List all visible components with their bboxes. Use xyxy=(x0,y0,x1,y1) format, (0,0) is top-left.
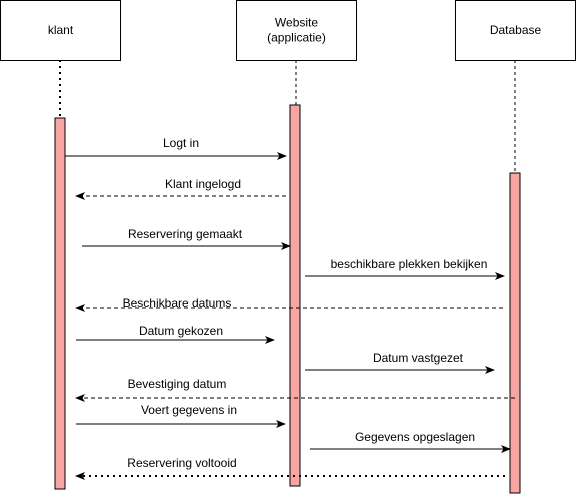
participant-klant: klant xyxy=(0,0,121,61)
message-label: Reservering voltooid xyxy=(127,456,236,470)
participant-database: Database xyxy=(455,0,576,61)
participant-label: Database xyxy=(490,23,542,37)
message-arrow: Datum gekozen xyxy=(76,324,275,344)
message-arrow: Klant ingelogd xyxy=(75,177,286,200)
message-label: Beschikbare datums xyxy=(123,296,232,310)
participant-website: Website(applicatie) xyxy=(236,0,357,61)
activation-bar-website xyxy=(289,104,301,487)
participant-label: Website xyxy=(275,16,318,30)
message-arrow: Reservering gemaakt xyxy=(82,227,291,250)
message-label: beschikbare plekken bekijken xyxy=(331,257,488,271)
message-arrow: Beschikbare datums xyxy=(75,296,503,312)
message-arrow: Datum vastgezet xyxy=(305,351,495,374)
participant-box xyxy=(236,0,357,61)
message-label: Reservering gemaakt xyxy=(128,227,243,241)
participant-label: klant xyxy=(48,23,74,37)
message-label: Logt in xyxy=(163,136,199,150)
message-label: Datum vastgezet xyxy=(373,351,464,365)
activation-bar-klant xyxy=(54,117,66,490)
activation-bar-database xyxy=(509,172,521,494)
message-arrow: beschikbare plekken bekijken xyxy=(305,257,505,280)
message-arrow: Gegevens opgeslagen xyxy=(310,430,511,453)
message-arrow: Logt in xyxy=(65,136,287,160)
message-label: Voert gegevens in xyxy=(141,403,237,417)
participant-box xyxy=(0,0,121,61)
message-label: Gegevens opgeslagen xyxy=(355,430,475,444)
message-arrow: Reservering voltooid xyxy=(75,456,505,480)
message-label: Bevestiging datum xyxy=(128,377,227,391)
message-label: Klant ingelogd xyxy=(165,177,241,191)
message-label: Datum gekozen xyxy=(139,324,223,338)
message-arrow: Voert gegevens in xyxy=(76,403,286,428)
participant-label: (applicatie) xyxy=(267,31,326,45)
message-arrow: Bevestiging datum xyxy=(75,377,515,402)
